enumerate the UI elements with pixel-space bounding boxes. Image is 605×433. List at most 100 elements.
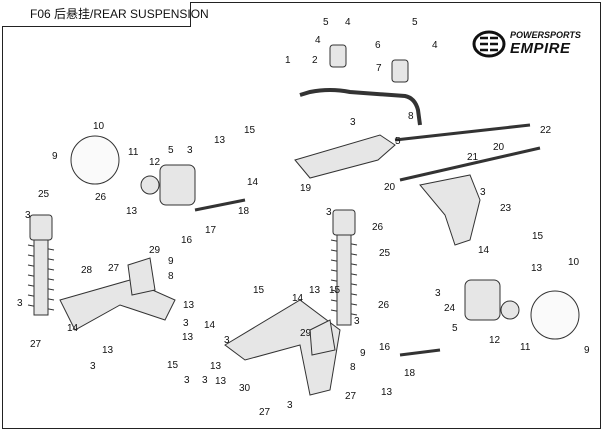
part-callout-number: 3 <box>202 375 208 386</box>
part-callout-number: 6 <box>375 40 381 51</box>
part-callout-number: 13 <box>183 300 195 311</box>
part-callout-number: 27 <box>30 339 42 350</box>
part-callout-number: 14 <box>247 177 259 188</box>
part-callout-number: 13 <box>309 285 321 296</box>
part-callout-number: 15 <box>167 360 179 371</box>
part-callout-number: 15 <box>329 285 341 296</box>
part-callout-number: 18 <box>404 368 416 379</box>
part-callout-number: 26 <box>372 222 384 233</box>
part-callout-number: 24 <box>444 303 456 314</box>
part-callout-number: 27 <box>345 391 357 402</box>
part-callout-number: 3 <box>354 316 360 327</box>
part-callout-number: 23 <box>500 203 512 214</box>
long-bolt <box>399 348 441 357</box>
part-callout-number: 13 <box>210 361 222 372</box>
part-callout-number: 10 <box>93 121 105 132</box>
part-callout-number: 19 <box>300 183 312 194</box>
part-callout-number: 28 <box>81 265 93 276</box>
brake-disc <box>530 290 580 340</box>
part-callout-number: 12 <box>149 157 161 168</box>
logo-line1: POWERSPORTS <box>510 30 581 40</box>
part-callout-number: 21 <box>467 152 479 163</box>
part-callout-number: 29 <box>300 328 312 339</box>
knuckle <box>464 279 501 321</box>
part-callout-number: 3 <box>183 318 189 329</box>
part-callout-number: 14 <box>478 245 490 256</box>
part-callout-number: 9 <box>360 348 366 359</box>
lower-arm-right <box>224 299 341 396</box>
right-upper-arm <box>419 174 481 246</box>
part-callout-number: 16 <box>181 235 193 246</box>
part-callout-number: 3 <box>350 117 356 128</box>
part-callout-number: 3 <box>287 400 293 411</box>
part-callout-number: 13 <box>182 332 194 343</box>
part-callout-number: 27 <box>108 263 120 274</box>
part-callout-number: 3 <box>187 145 193 156</box>
part-callout-number: 18 <box>238 206 250 217</box>
stabilizer-bar <box>299 88 422 126</box>
part-callout-number: 3 <box>25 210 31 221</box>
shock-absorber-right <box>330 209 358 326</box>
part-callout-number: 11 <box>520 342 531 353</box>
part-callout-number: 15 <box>244 125 256 136</box>
part-callout-number: 3 <box>326 207 332 218</box>
part-callout-number: 9 <box>168 256 174 267</box>
diagram-frame <box>2 2 601 429</box>
knuckle <box>159 164 196 206</box>
part-callout-number: 7 <box>376 63 382 74</box>
part-callout-number: 4 <box>315 35 321 46</box>
part-callout-number: 29 <box>149 245 161 256</box>
part-callout-number: 3 <box>435 288 441 299</box>
part-callout-number: 22 <box>540 125 552 136</box>
bearing <box>500 300 520 320</box>
part-callout-number: 13 <box>126 206 138 217</box>
part-callout-number: 5 <box>452 323 458 334</box>
part-callout-number: 30 <box>239 383 251 394</box>
part-callout-number: 5 <box>395 136 401 147</box>
part-callout-number: 15 <box>532 231 544 242</box>
part-callout-number: 3 <box>480 187 486 198</box>
part-callout-number: 25 <box>38 189 50 200</box>
part-callout-number: 5 <box>323 17 329 28</box>
part-callout-number: 13 <box>102 345 114 356</box>
part-callout-number: 14 <box>292 293 304 304</box>
part-callout-number: 5 <box>168 145 174 156</box>
part-callout-number: 12 <box>489 335 501 346</box>
part-callout-number: 3 <box>90 361 96 372</box>
empire-logo-icon <box>472 30 506 58</box>
part-callout-number: 26 <box>95 192 107 203</box>
part-callout-number: 17 <box>205 225 217 236</box>
part-callout-number: 5 <box>412 17 418 28</box>
shock-absorber-left <box>27 214 55 316</box>
part-callout-number: 4 <box>345 17 351 28</box>
skid-plate <box>127 257 156 296</box>
part-callout-number: 10 <box>568 257 580 268</box>
part-callout-number: 1 <box>285 55 291 66</box>
part-callout-number: 9 <box>52 151 58 162</box>
part-callout-number: 3 <box>17 298 23 309</box>
bushing <box>391 59 409 83</box>
part-callout-number: 25 <box>379 248 391 259</box>
part-callout-number: 2 <box>312 55 318 66</box>
part-callout-number: 11 <box>128 147 139 158</box>
part-callout-number: 16 <box>379 342 391 353</box>
part-callout-number: 27 <box>259 407 271 418</box>
page-title: F06 后悬挂/REAR SUSPENSION <box>2 2 209 27</box>
long-bolt <box>394 123 531 142</box>
part-callout-number: 3 <box>224 335 230 346</box>
part-callout-number: 9 <box>584 345 590 356</box>
brake-disc <box>70 135 120 185</box>
long-bolt <box>399 146 541 182</box>
part-callout-number: 20 <box>384 182 396 193</box>
long-bolt <box>194 198 246 212</box>
logo-line2: EMPIRE <box>510 40 571 57</box>
part-callout-number: 13 <box>531 263 543 274</box>
part-callout-number: 8 <box>408 111 414 122</box>
part-callout-number: 8 <box>350 362 356 373</box>
part-callout-number: 4 <box>432 40 438 51</box>
part-callout-number: 13 <box>215 376 227 387</box>
part-callout-number: 14 <box>204 320 216 331</box>
part-callout-number: 15 <box>253 285 265 296</box>
part-callout-number: 20 <box>493 142 505 153</box>
